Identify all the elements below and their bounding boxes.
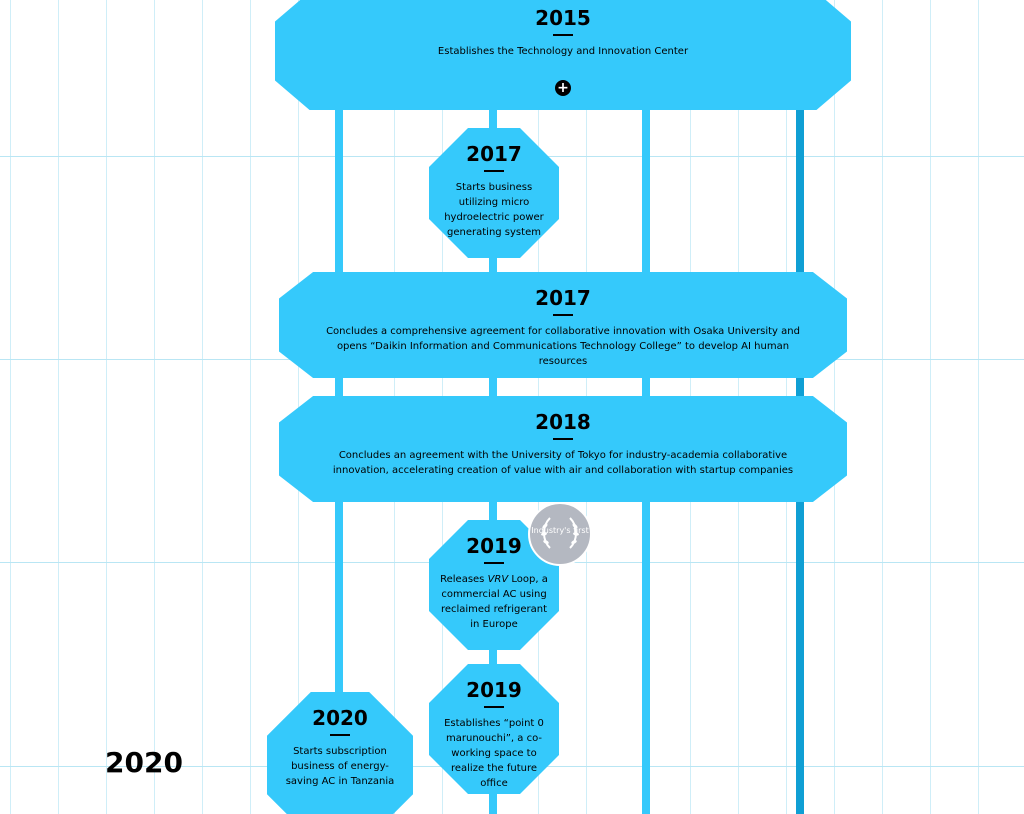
grid-line (154, 0, 155, 814)
grid-line (978, 0, 979, 814)
event-text: Releases (440, 574, 488, 585)
grid-line (834, 0, 835, 814)
event-description: Starts subscription business of energy-s… (285, 746, 395, 787)
event-year: 2018 (535, 410, 591, 434)
timeline-event-2020[interactable]: 2020 Starts subscription business of ene… (267, 692, 413, 814)
event-year: 2017 (466, 142, 522, 166)
year-divider (553, 438, 573, 440)
event-description: Releases VRV Loop, a commercial AC using… (438, 572, 550, 632)
event-year: 2020 (312, 706, 368, 730)
timeline-event-2019-point0[interactable]: 2019 Establishes “point 0 marunouchi”, a… (429, 664, 559, 794)
timeline-event-2015[interactable]: 2015 Establishes the Technology and Inno… (275, 0, 851, 110)
product-name: VRV (487, 574, 509, 585)
year-divider (553, 34, 573, 36)
event-description: Establishes the Technology and Innovatio… (437, 46, 689, 57)
timeline-event-2018[interactable]: 2018 Concludes an agreement with the Uni… (279, 396, 847, 502)
event-year: 2019 (466, 534, 522, 558)
year-divider (330, 734, 350, 736)
laurel-icon (541, 517, 579, 549)
event-description: Establishes “point 0 marunouchi”, a co-w… (444, 718, 544, 789)
year-divider (484, 706, 504, 708)
event-description: Starts business utilizing micro hydroele… (444, 182, 544, 238)
event-year: 2017 (535, 286, 591, 310)
grid-line (58, 0, 59, 814)
event-year: 2015 (535, 6, 591, 30)
timeline-event-2017-hydro[interactable]: 2017 Starts business utilizing micro hyd… (429, 128, 559, 258)
event-text: Loop, a commercial AC using reclaimed re… (440, 574, 548, 630)
grid-line (930, 0, 931, 814)
event-year: 2019 (466, 678, 522, 702)
grid-line (298, 0, 299, 814)
year-divider (484, 562, 504, 564)
event-description: Concludes a comprehensive agreement for … (326, 326, 800, 367)
decade-year-label: 2020 (105, 746, 183, 779)
event-description: Concludes an agreement with the Universi… (332, 450, 794, 476)
year-divider (484, 170, 504, 172)
timeline-event-2017-osaka[interactable]: 2017 Concludes a comprehensive agreement… (279, 272, 847, 378)
year-divider (553, 314, 573, 316)
grid-line (10, 0, 11, 814)
grid-line (882, 0, 883, 814)
grid-line (106, 0, 107, 814)
plus-icon[interactable]: + (555, 80, 571, 96)
industry-first-badge: Industry's first (528, 502, 592, 566)
grid-line (250, 0, 251, 814)
grid-line (202, 0, 203, 814)
badge-label: Industry's first (531, 526, 589, 535)
